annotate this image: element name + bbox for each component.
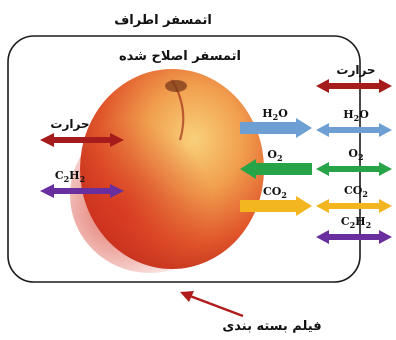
fruit-label-o2: O2 [267, 148, 282, 163]
film-arrow-c2h2 [316, 230, 392, 244]
film-arrow-co2 [316, 199, 392, 213]
film-arrow-o2 [316, 162, 392, 176]
formula-part: 2 [80, 174, 86, 184]
formula-part: 2 [281, 190, 287, 200]
film-label-c2h2: C2H2 [341, 215, 371, 230]
formula-part: O [278, 107, 288, 120]
formula-part: 2 [277, 153, 283, 163]
packaging-film-label: فیلم بسته بندی [222, 319, 321, 334]
peach-fruit [70, 69, 264, 273]
inside-arrow-heat [40, 133, 124, 147]
formula-part: H [355, 215, 365, 228]
film-arrow-h2o [316, 123, 392, 137]
formula-part: 2 [366, 220, 372, 230]
formula-part: H [69, 169, 79, 182]
packaging-film-pointer [180, 291, 243, 316]
formula-part: O [348, 147, 358, 160]
film-arrow-heat [316, 79, 392, 93]
fruit-label-co2: CO2 [263, 185, 287, 200]
film-label-h2o: H2O [343, 108, 369, 123]
outer-atmosphere-label: اتمسفر اطراف [114, 13, 212, 28]
formula-part: C [341, 215, 350, 228]
formula-part: 2 [362, 189, 368, 199]
inside-label-heat: حرارت [50, 117, 89, 131]
film-label-heat: حرارت [336, 63, 375, 77]
film-label-co2: CO2 [344, 184, 368, 199]
fruit-label-h2o: H2O [262, 107, 288, 122]
formula-part: CO [263, 185, 282, 198]
formula-part: O [359, 108, 369, 121]
formula-part: H [262, 107, 272, 120]
modified-atmosphere-label: اتمسفر اصلاح شده [119, 49, 241, 64]
formula-part: H [343, 108, 353, 121]
formula-part: C [55, 169, 64, 182]
formula-part: CO [344, 184, 363, 197]
formula-part: 2 [358, 152, 364, 162]
formula-part: O [267, 148, 277, 161]
film-label-o2: O2 [348, 147, 363, 162]
